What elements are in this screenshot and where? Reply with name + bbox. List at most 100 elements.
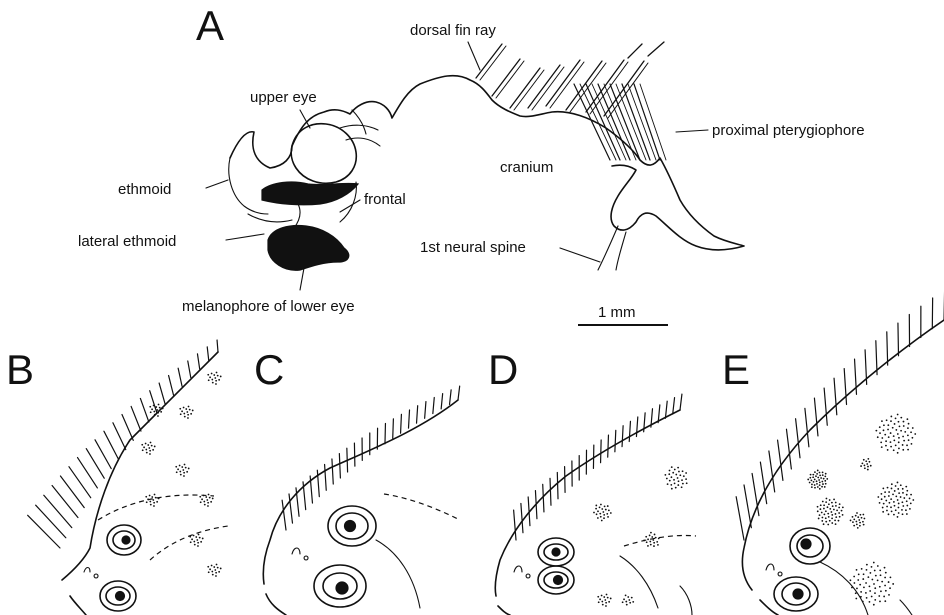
fin-ray	[441, 394, 443, 409]
melanophore-dot	[869, 590, 871, 592]
melanophore-dot	[857, 579, 859, 581]
panel-b-upper-eye	[107, 525, 141, 555]
label-cranium: cranium	[500, 159, 553, 176]
melanophore-dot	[866, 597, 868, 599]
melanophore-dot	[895, 429, 897, 431]
melanophore-dot	[211, 571, 213, 573]
melanophore-dot	[209, 568, 211, 570]
melanophore-dot	[912, 427, 914, 429]
melanophore-dot	[190, 413, 192, 415]
melanophore-dot	[160, 411, 162, 413]
melanophore-dot	[867, 469, 869, 471]
melanophore-dot	[863, 459, 865, 461]
melanophore-dot	[897, 433, 899, 435]
melanophore-dot	[890, 498, 892, 500]
melanophore-dot	[149, 453, 151, 455]
dorsal-fin-rays	[476, 42, 664, 118]
melanophore-dot	[874, 570, 876, 572]
melanophore-dot	[875, 430, 877, 432]
melanophore-dot	[902, 436, 904, 438]
melanophore-dot	[179, 465, 181, 467]
melanophore-dot	[842, 514, 844, 516]
fin-ray	[150, 391, 157, 413]
fin-ray	[52, 486, 78, 518]
melanophore-dot	[200, 541, 202, 543]
fin-ray	[44, 495, 72, 527]
melanophore-dot	[909, 508, 911, 510]
melanophore-dot	[179, 471, 181, 473]
melanophore-dot	[606, 513, 608, 515]
melanophore-dot	[683, 475, 685, 477]
fin-ray	[521, 503, 523, 532]
melanophore-dot	[897, 516, 899, 518]
melanophore-dot	[607, 597, 609, 599]
panel-a-letter: A	[196, 2, 224, 49]
melanophore-dot	[607, 516, 609, 518]
melanophore-dot	[599, 513, 601, 515]
melanophore-dot	[599, 506, 601, 508]
panel-b-lower-eye	[100, 581, 136, 611]
melanophore-dot	[862, 514, 864, 516]
melanophore-dot	[867, 576, 869, 578]
leader-melanophore	[300, 268, 304, 290]
melanophore-dot	[910, 503, 912, 505]
melanophore-dot	[865, 592, 867, 594]
melanophore-dot	[879, 569, 881, 571]
melanophore-dot	[822, 483, 824, 485]
melanophore-dot	[906, 490, 908, 492]
melanophore-dot	[874, 587, 876, 589]
melanophore-dot	[884, 577, 886, 579]
fin-ray	[629, 421, 630, 441]
melanophore-dot	[211, 379, 213, 381]
melanophore-dot	[197, 545, 199, 547]
melanophore-dot	[852, 521, 854, 523]
melanophore-dot	[892, 583, 894, 585]
melanophore-dot	[599, 598, 601, 600]
fin-ray	[786, 429, 791, 469]
melanophore-dot	[882, 488, 884, 490]
melanophore-dot	[220, 376, 222, 378]
label-frontal: frontal	[364, 191, 406, 208]
melanophore-dot	[820, 508, 822, 510]
fin-ray	[814, 398, 818, 436]
fin-ray	[197, 354, 199, 369]
melanophore-dot	[667, 483, 669, 485]
melanophore-dot	[632, 601, 634, 603]
melanophore-dot	[871, 566, 873, 568]
melanophore-dot	[186, 471, 188, 473]
melanophore-dot	[894, 505, 896, 507]
melanophore-dot	[158, 404, 160, 406]
melanophore-dot	[685, 472, 687, 474]
melanophore-dot	[153, 502, 155, 504]
fin-ray	[178, 368, 182, 386]
melanophore-dot	[838, 520, 840, 522]
melanophore-dot	[216, 564, 218, 566]
melanophore-dot	[899, 425, 901, 427]
melanophore-dot	[610, 598, 612, 600]
panel-e-lower-eye	[774, 577, 818, 611]
fin-ray	[409, 410, 410, 428]
melanophore-dot	[601, 601, 603, 603]
melanophore-dot	[686, 482, 688, 484]
pterygiophore	[628, 84, 656, 160]
melanophore-dot	[889, 502, 891, 504]
fin-ray	[824, 388, 827, 425]
melanophore-dot	[628, 599, 630, 601]
melanophore-dot	[649, 535, 651, 537]
melanophore-dot	[821, 486, 823, 488]
melanophore-dot	[824, 476, 826, 478]
fin-ray	[805, 408, 809, 446]
melanophore-dot	[862, 521, 864, 523]
melanophore-dot	[195, 536, 197, 538]
melanophore-dot	[898, 441, 900, 443]
melanophore-dot	[192, 410, 194, 412]
melanophore-dot	[860, 514, 862, 516]
melanophore-dot	[681, 479, 683, 481]
panel-b-nostril	[84, 568, 98, 578]
melanophore-dot	[886, 506, 888, 508]
panel-c-fin-rays	[282, 386, 460, 530]
panel-c-dashed-line	[384, 494, 460, 520]
melanophore-dot	[877, 436, 879, 438]
melanophore-dot	[812, 476, 814, 478]
melanophore-dot	[822, 517, 824, 519]
